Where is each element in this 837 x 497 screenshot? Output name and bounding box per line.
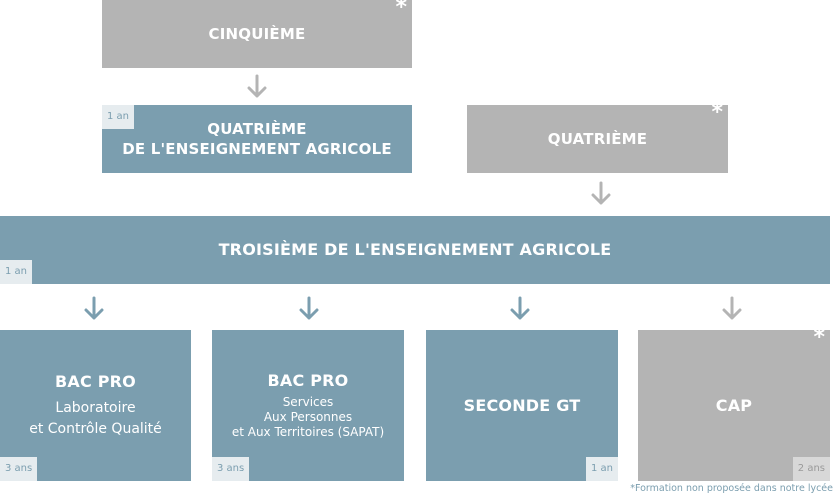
arrow-down-icon bbox=[722, 296, 742, 322]
box-subtitle-line1: Services bbox=[282, 395, 334, 409]
arrow-down-icon bbox=[84, 296, 104, 322]
not-offered-star: * bbox=[395, 0, 407, 20]
footnote: *Formation non proposée dans notre lycée bbox=[630, 483, 833, 494]
arrow-down-icon bbox=[299, 296, 319, 322]
box-cinquieme: * CINQUIÈME bbox=[102, 0, 412, 68]
box-bac-pro-laboratoire: 3 ans BAC PRO Laboratoire et Contrôle Qu… bbox=[0, 330, 191, 481]
box-title-line1: QUATRIÈME bbox=[207, 120, 307, 138]
duration-badge: 2 ans bbox=[792, 457, 830, 481]
arrow-down-icon bbox=[247, 74, 267, 100]
box-title: TROISIÈME DE L'ENSEIGNEMENT AGRICOLE bbox=[218, 240, 612, 259]
duration-badge: 1 an bbox=[102, 105, 135, 129]
duration-badge: 3 ans bbox=[212, 457, 250, 481]
box-title: SECONDE GT bbox=[463, 395, 581, 415]
not-offered-star: * bbox=[813, 325, 825, 350]
box-seconde-gt: 1 an SECONDE GT bbox=[426, 330, 618, 481]
duration-badge: 1 an bbox=[585, 457, 618, 481]
box-title: BAC PRO bbox=[55, 371, 136, 391]
box-quatrieme-enseignement-agricole: 1 an QUATRIÈME DE L'ENSEIGNEMENT AGRICOL… bbox=[102, 105, 412, 173]
box-title-line2: DE L'ENSEIGNEMENT AGRICOLE bbox=[122, 140, 392, 158]
box-bac-pro-sapat: 3 ans BAC PRO Services Aux Personnes et … bbox=[212, 330, 404, 481]
box-troisieme-enseignement-agricole: 1 an TROISIÈME DE L'ENSEIGNEMENT AGRICOL… bbox=[0, 216, 830, 284]
box-title: BAC PRO bbox=[267, 371, 349, 390]
duration-badge: 3 ans bbox=[0, 457, 38, 481]
arrow-down-icon bbox=[510, 296, 530, 322]
duration-badge: 1 an bbox=[0, 260, 33, 284]
arrow-down-icon bbox=[591, 181, 611, 207]
box-title: CINQUIÈME bbox=[208, 25, 306, 43]
box-title: CAP bbox=[715, 395, 753, 415]
box-cap: * 2 ans CAP bbox=[638, 325, 830, 481]
box-subtitle-line3: et Aux Territoires (SAPAT) bbox=[231, 425, 385, 439]
box-quatrieme: * QUATRIÈME bbox=[467, 100, 728, 173]
box-subtitle-line1: Laboratoire bbox=[55, 399, 136, 416]
box-subtitle-line2: Aux Personnes bbox=[263, 410, 353, 424]
not-offered-star: * bbox=[711, 100, 723, 125]
box-title: QUATRIÈME bbox=[547, 130, 648, 148]
box-subtitle-line2: et Contrôle Qualité bbox=[29, 420, 162, 437]
